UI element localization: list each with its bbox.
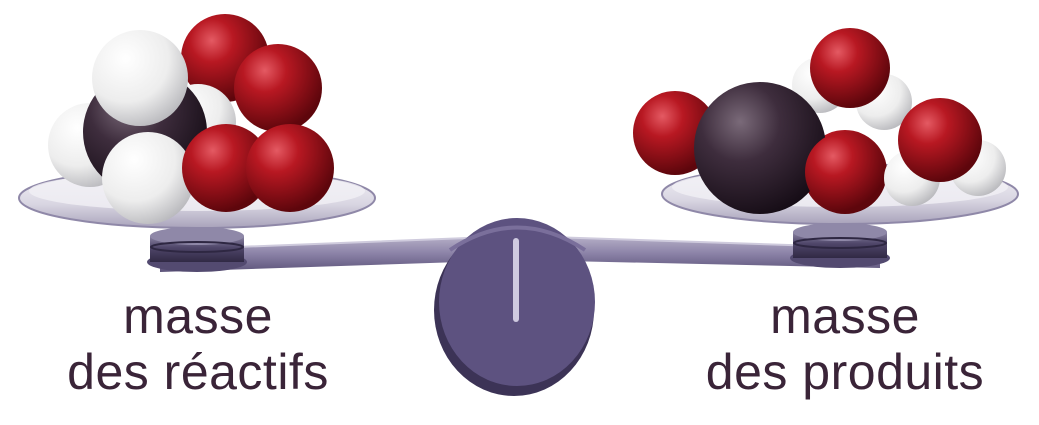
caption-left-line1: masse <box>123 288 273 344</box>
oxygen-molecule <box>182 124 334 212</box>
products-mass-caption: masse des produits <box>635 288 1039 400</box>
left-plate-stem <box>147 227 247 272</box>
pivot-disc <box>434 218 595 396</box>
reactants-mass-caption: masse des réactifs <box>0 288 408 400</box>
product-molecules <box>633 28 1006 214</box>
reactant-molecules <box>48 14 334 224</box>
oxygen-molecule <box>181 14 322 132</box>
caption-left-line2: des réactifs <box>67 344 329 400</box>
right-plate-stem <box>790 223 890 268</box>
water-molecule <box>792 28 912 130</box>
caption-right-line2: des produits <box>705 344 985 400</box>
carbon-dioxide-oxygen-front <box>805 132 885 212</box>
methane-molecule <box>48 30 236 224</box>
caption-right-line1: masse <box>770 288 920 344</box>
water-molecule <box>884 98 1006 206</box>
